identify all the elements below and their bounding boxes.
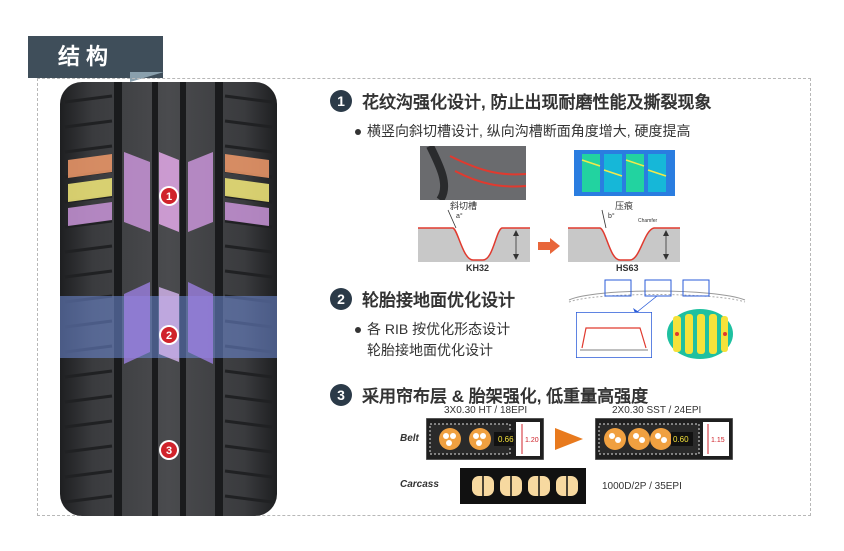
stress-map-image	[574, 150, 675, 196]
sipe-photo	[420, 146, 526, 200]
indent-label: 压痕	[615, 201, 634, 211]
groove-section-kh32: a°	[418, 209, 530, 262]
left-height-value: 1.20	[525, 437, 539, 444]
section1-bullet: 横竖向斜切槽设计, 纵向沟槽断面角度增大, 硬度提高	[355, 121, 691, 141]
section1-number: 1	[330, 89, 352, 112]
model-hs63-label: HS63	[616, 263, 639, 273]
tire-marker-1: 1	[166, 191, 172, 203]
section2-bullet-line2: 轮胎接地面优化设计	[367, 342, 493, 358]
right-belt-cross-section: 0.60 1.15	[595, 418, 733, 460]
section1-heading: 1 花纹沟强化设计, 防止出现耐磨性能及撕裂现象	[330, 88, 711, 113]
chamfer-label: Chamfer	[638, 218, 658, 224]
section2-bullet: 各 RIB 按优化形态设计	[355, 319, 510, 339]
right-gap-value: 0.60	[673, 435, 689, 444]
arrow-icon	[538, 238, 560, 254]
groove-section-hs63: b° Chamfer	[568, 209, 680, 262]
section3-heading-text: 采用帘布层 & 胎架强化, 低重量高强度	[362, 387, 649, 406]
footprint-image	[667, 309, 733, 359]
section1-bullet-text: 横竖向斜切槽设计, 纵向沟槽断面角度增大, 硬度提高	[367, 123, 691, 139]
tire-marker-3: 3	[166, 445, 172, 457]
section3-heading: 3 采用帘布层 & 胎架强化, 低重量高强度	[330, 382, 648, 407]
section-title-tab: 结构	[28, 36, 163, 78]
carcass-spec: 1000D/2P / 35EPI	[602, 481, 682, 492]
left-belt-spec: 3X0.30 HT / 18EPI	[444, 405, 528, 416]
content-frame	[37, 78, 811, 516]
tire-tread-image: 1 2 3	[60, 82, 277, 516]
tire-marker-2: 2	[166, 330, 172, 342]
section2-heading-text: 轮胎接地面优化设计	[362, 291, 515, 310]
model-kh32-label: KH32	[466, 263, 490, 273]
sipe-label: 斜切槽	[450, 201, 478, 211]
carcass-label: Carcass	[400, 479, 439, 490]
left-gap-value: 0.66	[498, 435, 514, 444]
section3-number: 3	[330, 383, 352, 406]
comparison-arrow-icon	[555, 428, 583, 450]
angle-b-label: b°	[608, 212, 615, 220]
belt-label: Belt	[400, 433, 419, 444]
section-title: 结构	[58, 44, 115, 69]
section2-heading: 2 轮胎接地面优化设计	[330, 286, 515, 311]
section2-bullet-line1: 各 RIB 按优化形态设计	[367, 321, 511, 337]
carcass-cross-section	[460, 468, 586, 504]
right-height-value: 1.15	[711, 437, 725, 444]
right-belt-spec: 2X0.30 SST / 24EPI	[612, 405, 702, 416]
section1-heading-text: 花纹沟强化设计, 防止出现耐磨性能及撕裂现象	[362, 93, 712, 112]
left-belt-cross-section: 0.66 1.20	[426, 418, 544, 460]
angle-a-label: a°	[456, 212, 463, 220]
title-tab-tail	[130, 72, 164, 82]
section2-number: 2	[330, 287, 352, 310]
contact-profile-chart	[576, 312, 652, 358]
